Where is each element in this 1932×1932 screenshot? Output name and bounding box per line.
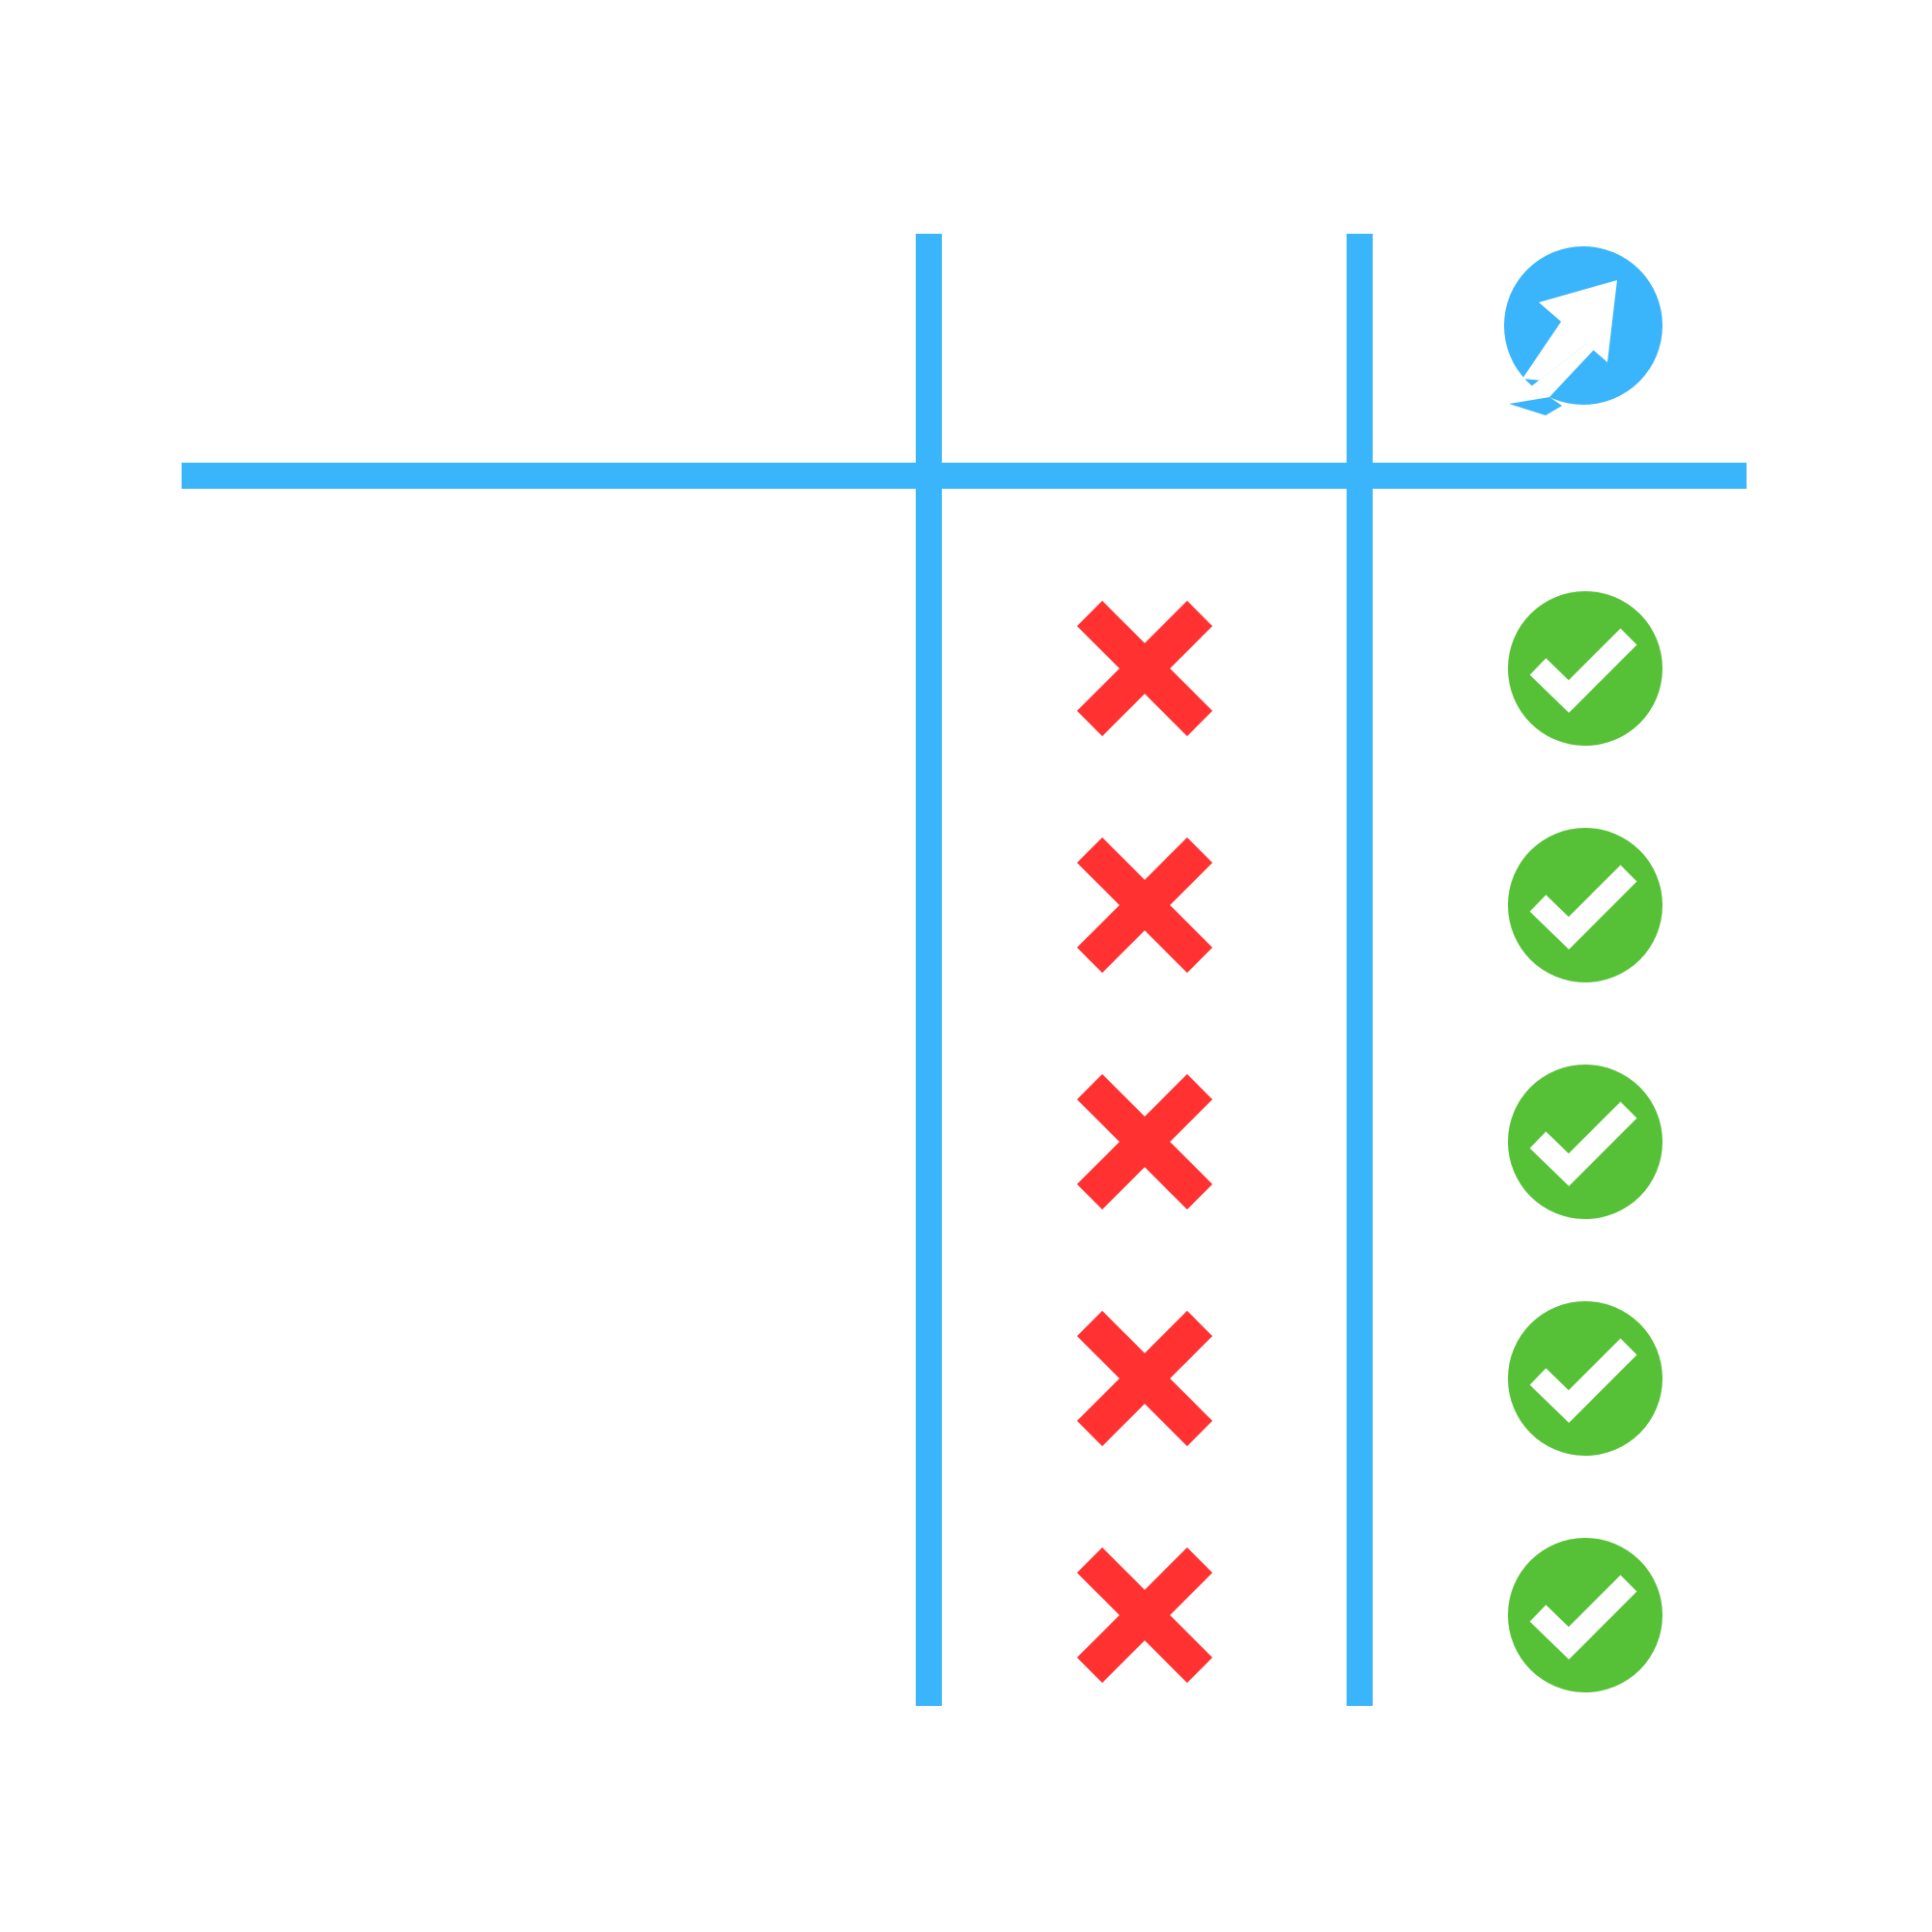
checkmark-circle-icon (1508, 1301, 1662, 1456)
table-row (1076, 591, 1662, 746)
cross-icon (1076, 1547, 1213, 1684)
table-row (1076, 1538, 1662, 1692)
checkmark-circle-icon (1508, 828, 1662, 982)
column-divider-line-2 (1347, 234, 1373, 1706)
cross-icon (1076, 1073, 1213, 1210)
cross-icon (1076, 600, 1213, 737)
table-row (1076, 828, 1662, 982)
cross-icon (1076, 1310, 1213, 1447)
column-divider-line-1 (916, 234, 942, 1706)
header-divider-line (182, 463, 1747, 489)
arrow-logo-icon (1504, 246, 1662, 415)
cross-icon (1076, 837, 1213, 974)
table-row (1076, 1065, 1662, 1219)
table-row (1076, 1301, 1662, 1456)
checkmark-circle-icon (1508, 1065, 1662, 1219)
checkmark-circle-icon (1508, 1538, 1662, 1692)
table-rows (1076, 591, 1662, 1692)
checkmark-circle-icon (1508, 591, 1662, 746)
